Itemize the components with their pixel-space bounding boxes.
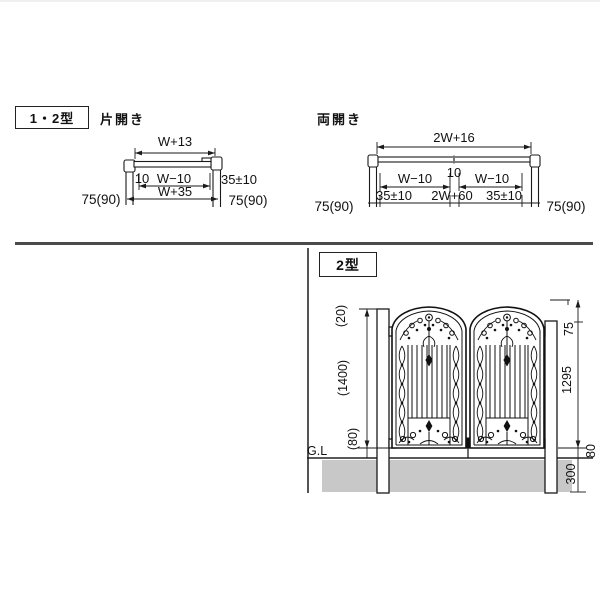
type-label-1-2: 1・2型 bbox=[29, 111, 75, 126]
single-overall-label: W+35 bbox=[158, 184, 192, 199]
single-top-width-label: W+13 bbox=[158, 134, 192, 149]
elevation-left-dims bbox=[358, 308, 391, 458]
arch-rise-label: 75 bbox=[562, 322, 576, 336]
ground-fill bbox=[322, 460, 572, 492]
double-post-left-label: 75(90) bbox=[314, 199, 353, 214]
posts bbox=[376, 308, 558, 494]
double-post-right-label: 75(90) bbox=[546, 199, 585, 214]
double-leaf-right-label: W−10 bbox=[475, 171, 509, 186]
embed-depth-label: 300 bbox=[564, 464, 578, 485]
double-left-post-cap bbox=[367, 154, 379, 168]
single-swing-diagram: W+13 10 W−10 35±10 W+35 75(90) 75(90) bbox=[81, 134, 267, 208]
post-height-label: (1400) bbox=[336, 360, 350, 396]
double-dim-lines bbox=[368, 142, 540, 207]
left-post bbox=[376, 308, 390, 494]
single-depth-label: 35±10 bbox=[221, 172, 257, 187]
type-label-2: 2型 bbox=[336, 256, 360, 273]
single-left-post-cap bbox=[123, 159, 136, 173]
single-leaf-width-label: W−10 bbox=[157, 171, 191, 186]
ground-line-label: G.L bbox=[307, 444, 327, 458]
leaf-height-label: 1295 bbox=[560, 366, 574, 394]
clearance-label: 80 bbox=[584, 444, 598, 458]
double-depth-left-label: 35±10 bbox=[376, 188, 412, 203]
double-dim-arrows bbox=[377, 144, 531, 190]
double-gap-label: 10 bbox=[447, 165, 461, 180]
single-dim-arrows bbox=[127, 150, 218, 202]
center-drop-rod bbox=[466, 437, 470, 458]
double-leaf-left-label: W−10 bbox=[398, 171, 432, 186]
type-box-1-2: 1・2型 bbox=[15, 106, 89, 129]
double-overall-label: 2W+60 bbox=[431, 188, 473, 203]
single-dim-labels: W+13 10 W−10 35±10 W+35 75(90) 75(90) bbox=[81, 134, 267, 208]
single-right-post-cap bbox=[210, 156, 223, 171]
double-swing-title: 両開き bbox=[317, 112, 363, 127]
post-top-offset-label: (20) bbox=[334, 305, 348, 327]
single-post-right-label: 75(90) bbox=[228, 193, 267, 208]
section-vertical-rule bbox=[307, 248, 309, 493]
gate-elevation: (20) (1400) (80) 75 1295 80 300 G.L bbox=[307, 299, 598, 494]
single-post-left-label: 75(90) bbox=[81, 192, 120, 207]
double-top-width-label: 2W+16 bbox=[433, 130, 475, 145]
double-depth-right-label: 35±10 bbox=[486, 188, 522, 203]
double-right-post-cap bbox=[529, 154, 541, 168]
single-swing-title: 片開き bbox=[100, 112, 146, 127]
page-top-edge bbox=[0, 0, 600, 2]
elevation-labels: (20) (1400) (80) 75 1295 80 300 G.L bbox=[307, 305, 598, 485]
single-dim-top bbox=[134, 148, 216, 159]
double-swing-diagram: 2W+16 W−10 10 W−10 35±10 2W+60 35±10 75(… bbox=[314, 130, 585, 214]
single-gate-rail bbox=[133, 160, 212, 168]
clearance-paren-label: (80) bbox=[346, 428, 360, 450]
double-swing-structure bbox=[367, 142, 541, 207]
gate-leaf-left bbox=[391, 306, 467, 449]
single-dim-mid bbox=[138, 173, 211, 190]
type-box-2: 2型 bbox=[319, 252, 377, 277]
elevation-right-dims bbox=[550, 299, 586, 493]
elevation-right-arrows bbox=[575, 300, 581, 448]
gate-leaf-right bbox=[469, 306, 545, 449]
elevation-left-arrows bbox=[364, 309, 370, 448]
double-dim-labels: 2W+16 W−10 10 W−10 35±10 2W+60 35±10 75(… bbox=[314, 130, 585, 214]
right-post bbox=[544, 320, 558, 494]
single-offset-label: 10 bbox=[135, 171, 149, 186]
section-divider bbox=[15, 242, 593, 245]
